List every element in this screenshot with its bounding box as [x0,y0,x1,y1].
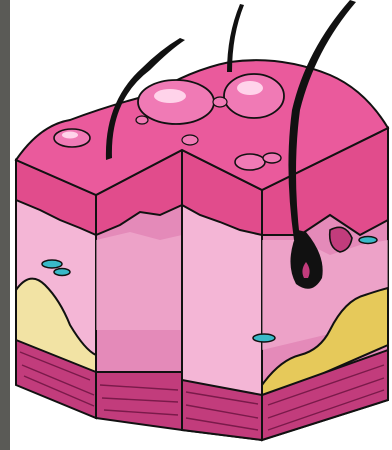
blister-icon [182,135,198,145]
blister-icon [224,74,284,118]
blister-highlight [154,89,186,103]
blister-highlight [237,81,263,95]
blister-icon [263,153,281,163]
left-blood-vessel-2 [54,269,70,276]
right-blood-vessel-2 [359,237,377,244]
right-blood-vessel [253,334,275,342]
blister-icon [213,97,227,107]
left-blood-vessel [42,260,62,268]
blister-highlight [62,132,78,139]
blister-icon [136,116,148,124]
blister-icon [235,154,265,170]
left-front-dermis-zone [96,232,182,330]
